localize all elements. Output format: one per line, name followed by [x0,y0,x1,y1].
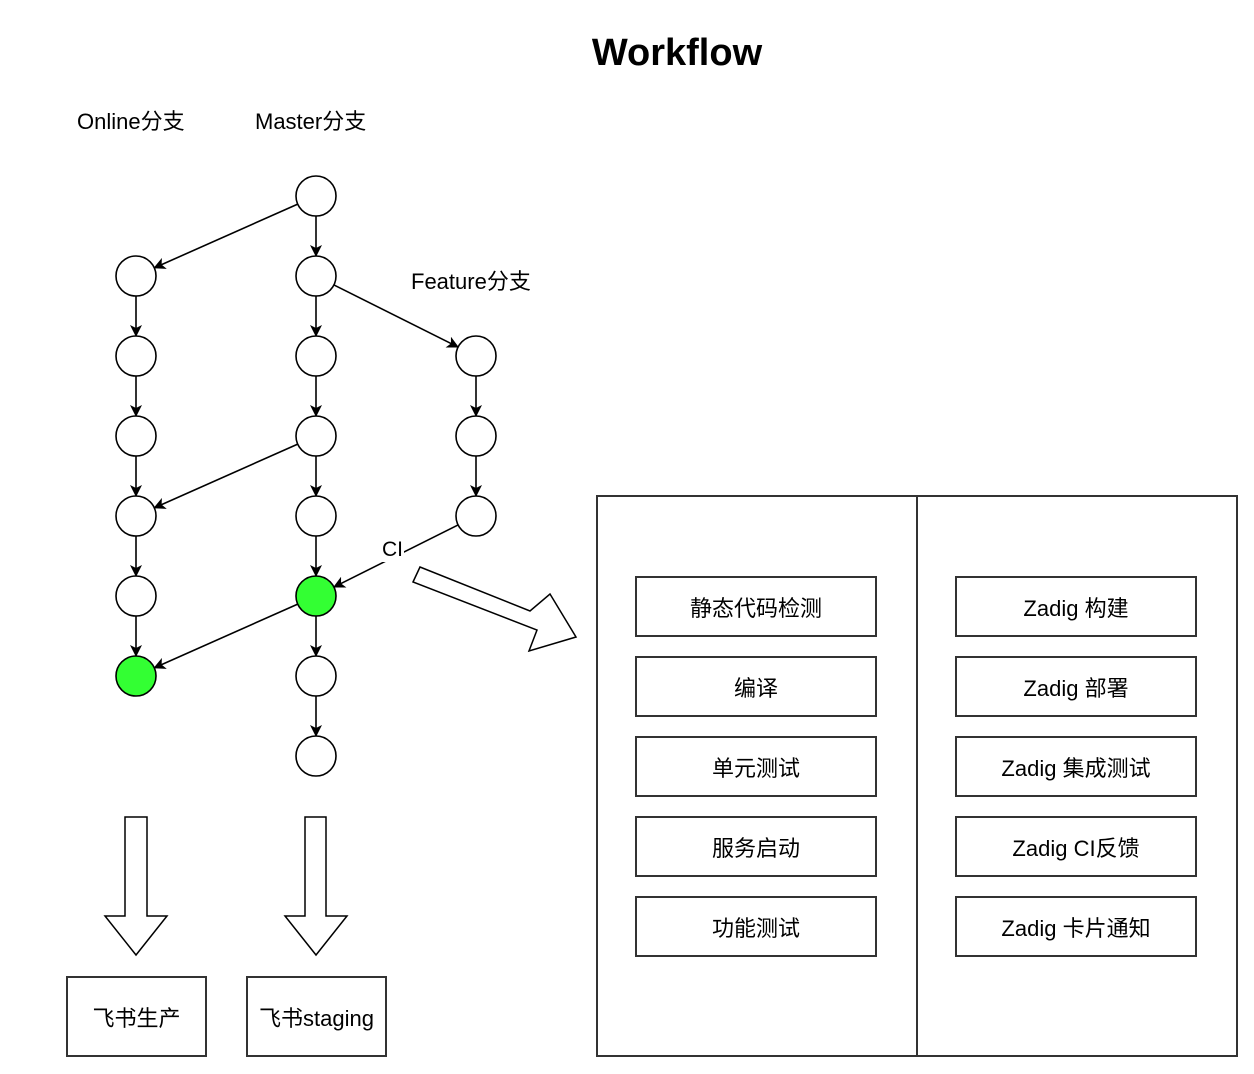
commit-node-m6 [295,655,337,697]
block-arrow-to-ci-panel [411,566,578,653]
zadig-step-integration-test: Zadig 集成测试 [955,736,1197,797]
diagram-title: Workflow [591,32,763,74]
master-branch-label: Master分支 [255,109,367,134]
ci-step-static-analysis: 静态代码检测 [635,576,877,637]
block-arrow-to-prod [103,816,169,957]
online-branch-label: Online分支 [77,109,185,134]
commit-node-o6 [115,655,157,697]
ci-step-functional-test: 功能测试 [635,896,877,957]
commit-node-f4 [455,495,497,537]
commit-node-o5 [115,575,157,617]
commit-node-o4 [115,495,157,537]
zadig-step-card-notify: Zadig 卡片通知 [955,896,1197,957]
commit-node-f3 [455,415,497,457]
commit-node-m2 [295,335,337,377]
ci-panel-right [916,495,1238,1057]
commit-node-o1 [115,255,157,297]
block-arrow-to-staging [283,816,349,957]
commit-node-m7 [295,735,337,777]
edge-m0-to-o1 [153,203,299,269]
zadig-step-build: Zadig 构建 [955,576,1197,637]
commit-node-o3 [115,415,157,457]
nodes-layer [115,175,497,777]
commit-node-m5 [295,575,337,617]
edge-m5-to-o6 [153,603,299,669]
commit-node-m4 [295,495,337,537]
deploy-target-production: 飞书生产 [66,976,207,1057]
ci-step-compile: 编译 [635,656,877,717]
commit-node-m1 [295,255,337,297]
edge-m1-to-f2 [333,284,460,348]
commit-node-f2 [455,335,497,377]
deploy-target-staging: 飞书staging [246,976,387,1057]
ci-step-service-start: 服务启动 [635,816,877,877]
ci-step-unit-test: 单元测试 [635,736,877,797]
commit-node-m3 [295,415,337,457]
commit-node-m0 [295,175,337,217]
ci-edge-label: CI [381,538,404,562]
commit-node-o2 [115,335,157,377]
edge-m3-to-o4 [153,443,299,509]
feature-branch-label: Feature分支 [411,269,531,294]
zadig-step-deploy: Zadig 部署 [955,656,1197,717]
zadig-step-ci-feedback: Zadig CI反馈 [955,816,1197,877]
